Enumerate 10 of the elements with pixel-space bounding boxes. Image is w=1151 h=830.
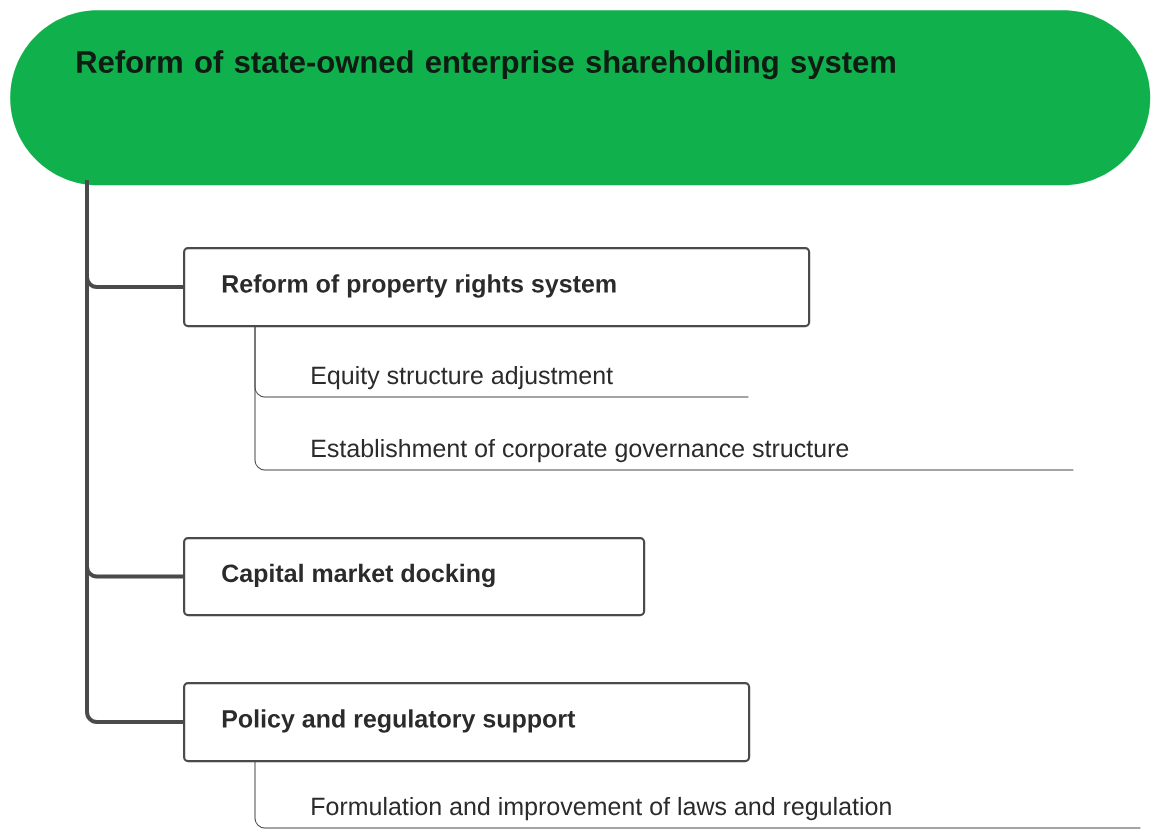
topic-box: Policy and regulatory support <box>183 682 751 763</box>
underlined-topic: Establishment of corporate governance structure <box>299 438 1074 471</box>
underlined-topic: Formulation and improvement of laws and regulation <box>299 796 1141 829</box>
topic-box: Reform of property rights system <box>183 247 811 328</box>
title-banner: Reform of state-owned enterprise shareholding system <box>10 10 1151 186</box>
topic-box: Capital market docking <box>183 537 646 617</box>
underlined-topic: Equity structure adjustment <box>299 365 749 398</box>
connector <box>85 180 183 725</box>
connector <box>254 759 301 829</box>
connector <box>254 324 301 471</box>
